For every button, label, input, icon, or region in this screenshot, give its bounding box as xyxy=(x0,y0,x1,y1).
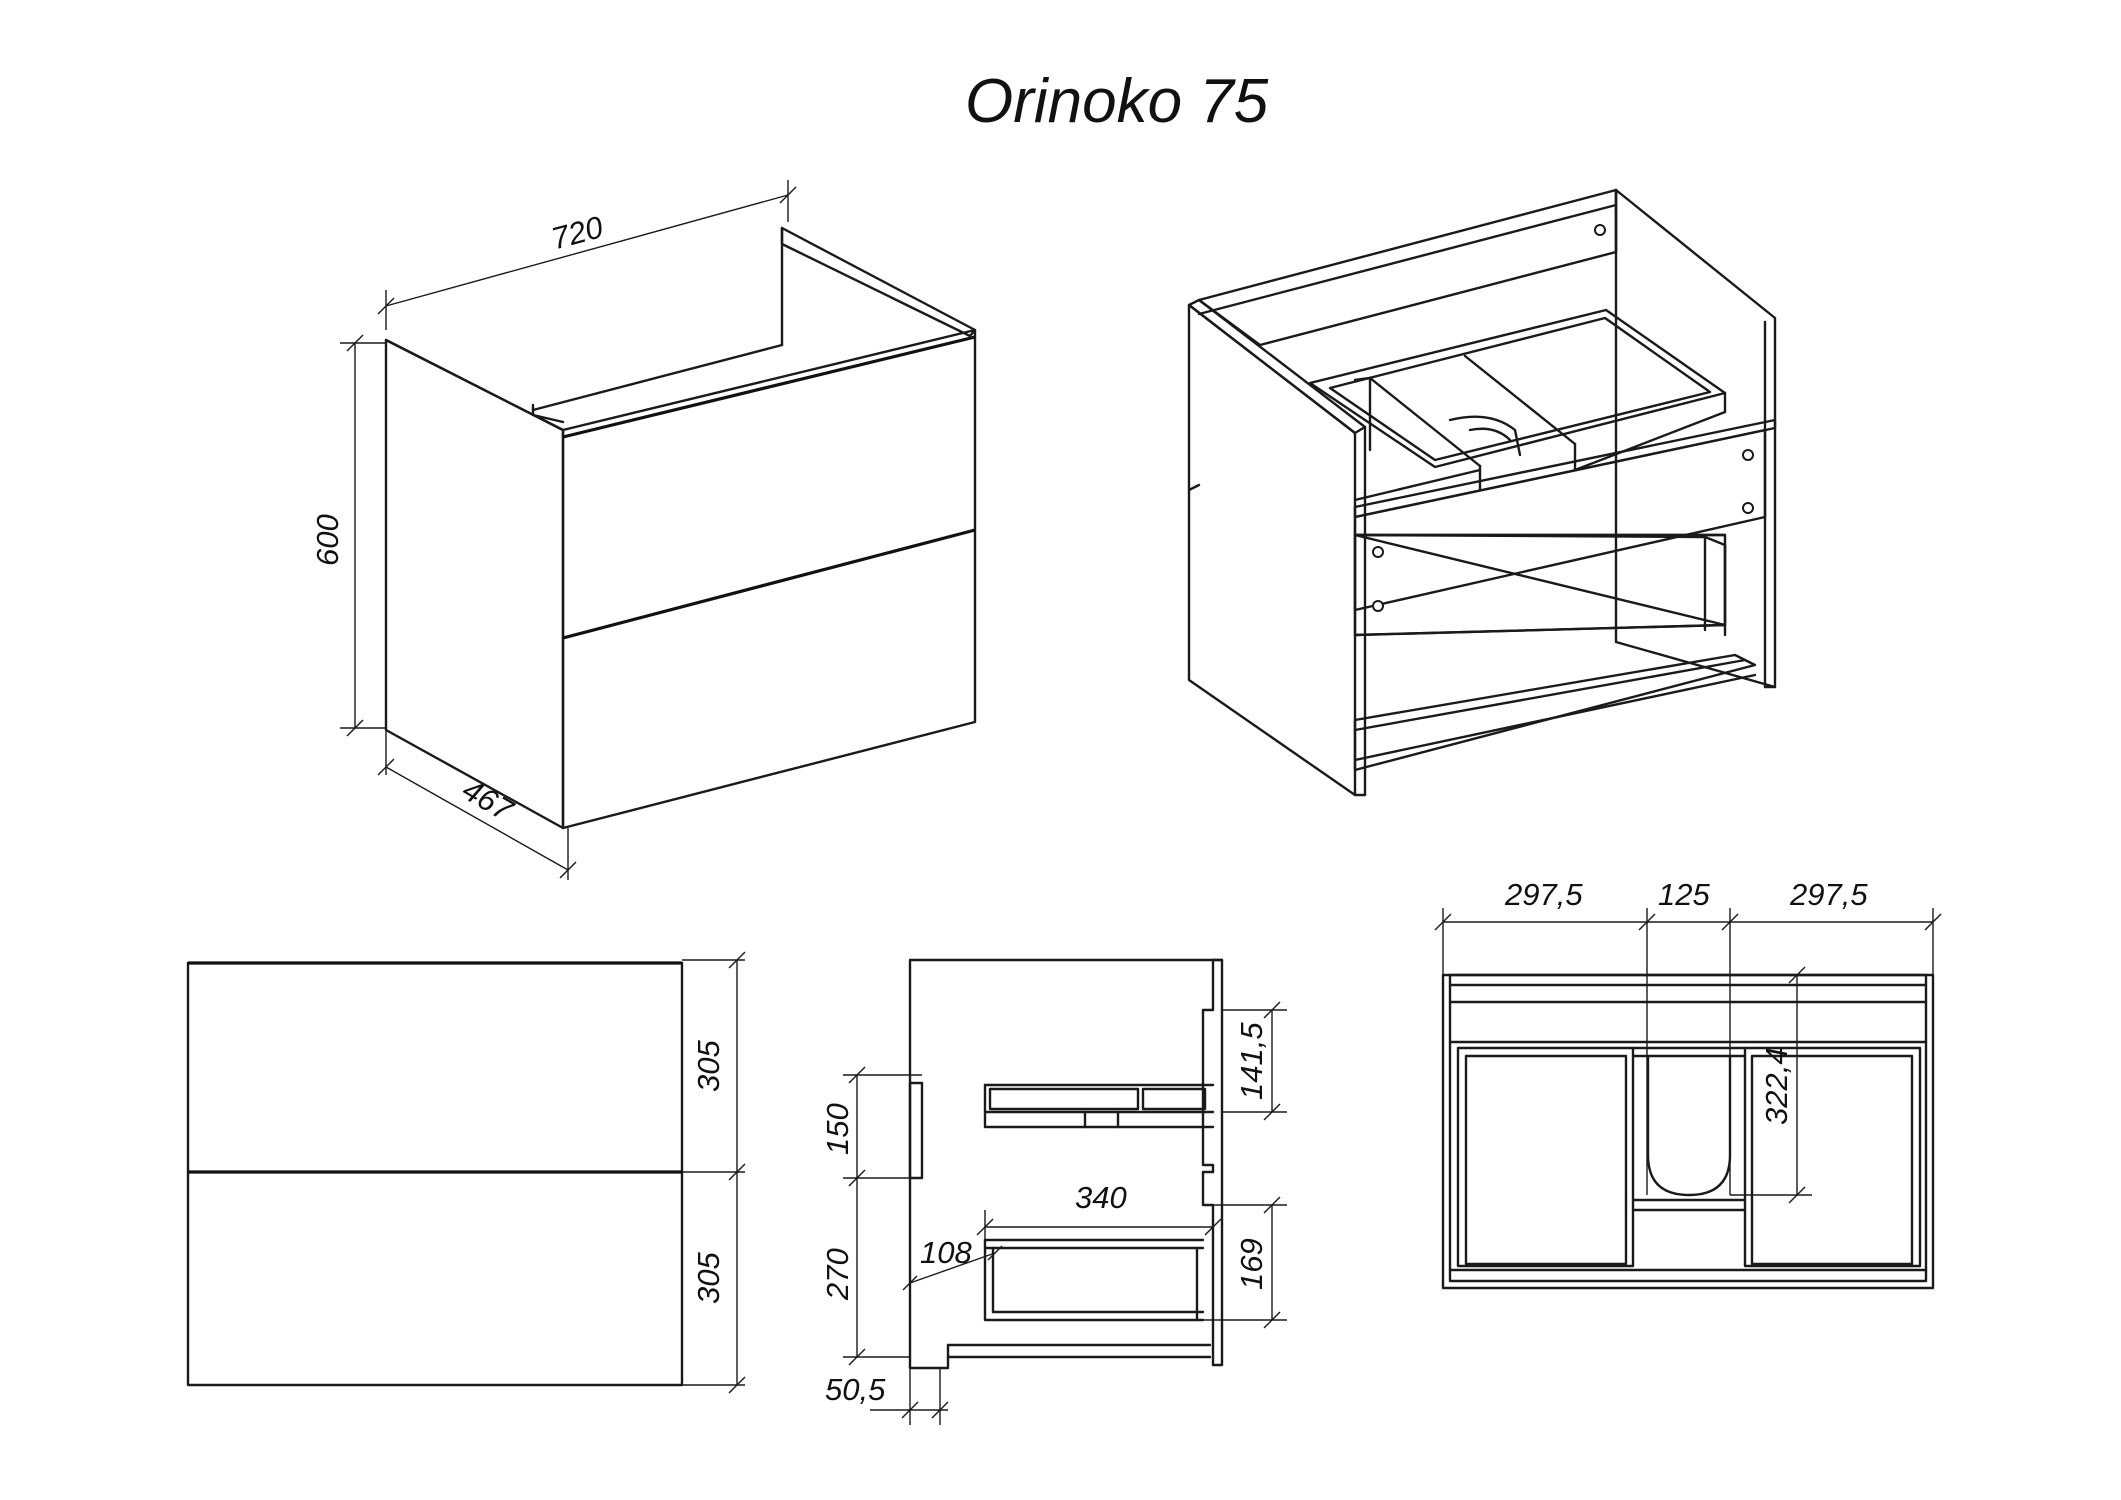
dim-label-305-bottom: 305 xyxy=(691,1252,726,1304)
front-view xyxy=(186,961,684,1387)
dim-label-340: 340 xyxy=(1075,1180,1127,1215)
dim-depth-467: 467 xyxy=(377,730,577,880)
side-section-view xyxy=(908,958,1224,1370)
drawing-title: Orinoko 75 xyxy=(965,67,1269,136)
dim-label-505: 50,5 xyxy=(825,1372,886,1407)
dim-label-141: 141,5 xyxy=(1234,1022,1269,1100)
open-cabinet-view xyxy=(1187,188,1777,797)
dim-label-720: 720 xyxy=(548,209,607,256)
dim-side-set: 141,5 150 270 340 108 169 xyxy=(820,1001,1287,1425)
dim-label-108: 108 xyxy=(920,1235,972,1270)
dim-width-720: 720 xyxy=(377,180,797,330)
dim-label-467: 467 xyxy=(457,772,521,829)
dim-label-150: 150 xyxy=(820,1103,855,1155)
dim-label-169: 169 xyxy=(1234,1238,1269,1290)
top-view xyxy=(1441,973,1935,1290)
dim-label-270: 270 xyxy=(820,1248,855,1301)
dim-label-125: 125 xyxy=(1658,877,1710,912)
dim-label-2975-right: 297,5 xyxy=(1789,877,1868,912)
dim-top-set: 297,5 125 297,5 322,4 xyxy=(1434,877,1942,1204)
dim-label-2975-left: 297,5 xyxy=(1504,877,1583,912)
dim-front-305: 305 305 xyxy=(682,951,746,1394)
closed-cabinet-view xyxy=(384,226,977,830)
dim-label-305-top: 305 xyxy=(691,1040,726,1092)
dim-label-3224: 322,4 xyxy=(1759,1047,1794,1125)
dim-height-600: 600 xyxy=(310,334,386,737)
dim-label-600: 600 xyxy=(310,514,345,566)
